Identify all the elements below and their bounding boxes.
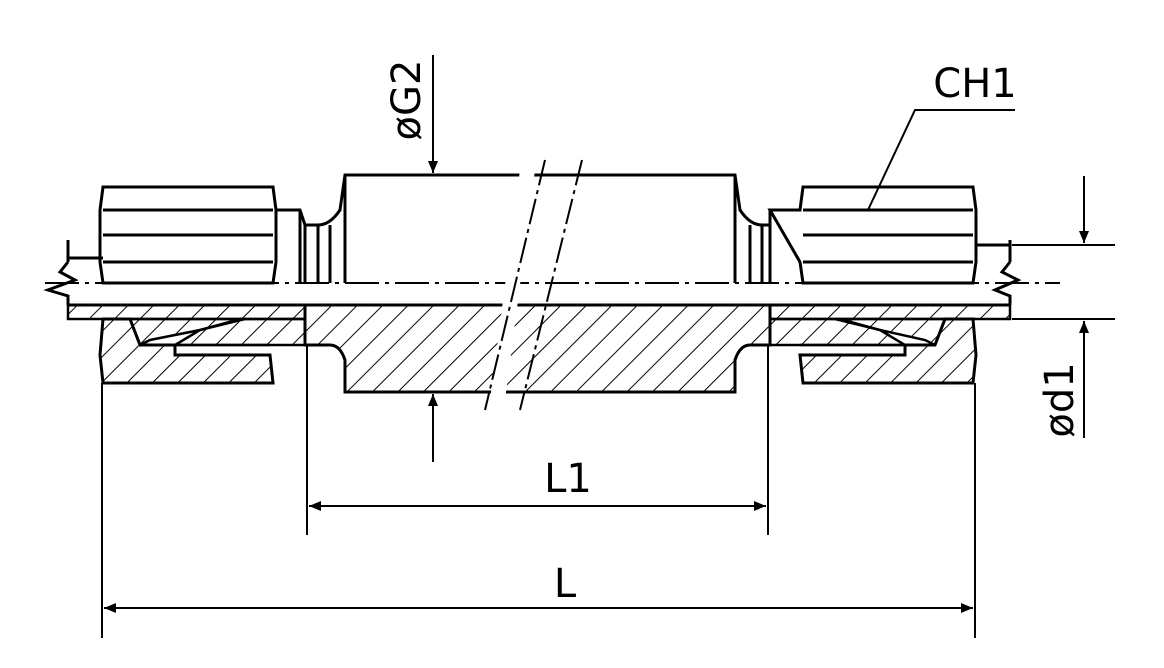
- ch1-label: CH1: [933, 61, 1016, 107]
- dim-d1-label: ød1: [1037, 362, 1083, 437]
- tube-section-right: [768, 303, 1012, 321]
- right-body-stub: [768, 317, 910, 347]
- ch1-leader: [867, 109, 1015, 211]
- dim-g2-label: øG2: [384, 60, 430, 141]
- tube-left: [43, 240, 305, 307]
- body-view: [305, 173, 772, 283]
- break-gap: [490, 170, 535, 400]
- body-section: [303, 303, 772, 394]
- break-line-2: [519, 159, 583, 411]
- dim-l1-label: L1: [544, 456, 592, 502]
- dim-l-label: L: [554, 561, 577, 607]
- left-nut-view: [98, 185, 307, 285]
- right-nut-view: [767, 185, 978, 285]
- extension-lines: [101, 244, 1115, 638]
- right-nut-section: [798, 317, 978, 385]
- tube-right: [770, 240, 1022, 307]
- break-line-1: [484, 159, 546, 411]
- tube-section-left: [66, 303, 307, 321]
